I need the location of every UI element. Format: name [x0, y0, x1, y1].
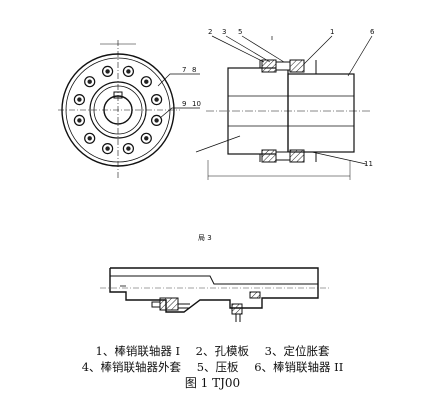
bolt-pin	[105, 146, 110, 151]
bolt-hole	[73, 114, 86, 127]
detail-pressure-plate	[100, 267, 330, 313]
bolt-hole	[101, 143, 114, 155]
section-view-coupling	[206, 60, 372, 180]
end-view-disk	[58, 40, 180, 180]
bolt-hole-ring	[73, 65, 163, 155]
bolt-pin	[144, 79, 149, 84]
bolt-pin	[154, 97, 159, 102]
bolt-pin	[126, 69, 131, 74]
legend-item-5: 5、压板	[196, 360, 239, 374]
bolt-hole	[122, 65, 134, 78]
bolt-hole	[84, 132, 96, 144]
bolt-pin	[154, 118, 159, 123]
callout-8: 8	[192, 66, 196, 74]
legend-item-3: 3、定位胀套	[264, 344, 330, 358]
legend-item-4: 4、棒销联轴器外套	[81, 360, 182, 374]
bolt-pin	[144, 136, 149, 141]
bolt-hole	[140, 132, 152, 144]
detail-bolt-hatched	[151, 291, 261, 322]
legend-item-1: 1、棒销联轴器 I	[95, 344, 181, 358]
section-view-leaders	[195, 35, 373, 165]
bolt-hole	[84, 76, 96, 88]
legend-item-6: 6、棒销联轴器 II	[254, 360, 344, 374]
callout-11: 11	[364, 160, 373, 168]
callout-5: 5	[238, 28, 242, 36]
bolt-hole	[122, 143, 134, 155]
callout-3: 3	[222, 28, 226, 36]
callout-1: 1	[330, 28, 334, 36]
callout-7: 7	[182, 66, 186, 74]
callout-9: 9	[182, 100, 186, 108]
callout-10: 10	[192, 100, 201, 108]
callout-6: 6	[370, 28, 375, 36]
bolt-pin	[126, 146, 131, 151]
bolt-hole	[140, 76, 152, 88]
bolt-pin	[87, 136, 92, 141]
legend-item-2: 2、孔模板	[195, 344, 249, 358]
bolt-pin	[77, 97, 82, 102]
bolt-hole	[73, 93, 86, 106]
bolt-pin	[77, 118, 82, 123]
legend-row-2: 4、棒销联轴器外套 5、压板 6、棒销联轴器 II	[0, 360, 425, 374]
bolt-pin	[105, 69, 110, 74]
bolt-hole	[151, 114, 163, 127]
bolt-hole	[151, 93, 163, 106]
end-view-leaders	[157, 73, 200, 119]
legend-row-1: 1、棒销联轴器 I 2、孔模板 3、定位胀套	[0, 344, 425, 358]
figure-caption: 图 1 TJ00	[184, 376, 241, 390]
bolt-pin	[87, 79, 92, 84]
section-pins-hatched	[261, 59, 305, 163]
bolt-hole	[101, 65, 114, 78]
detail-marker: 局 3	[198, 234, 212, 242]
callout-2: 2	[208, 28, 212, 36]
